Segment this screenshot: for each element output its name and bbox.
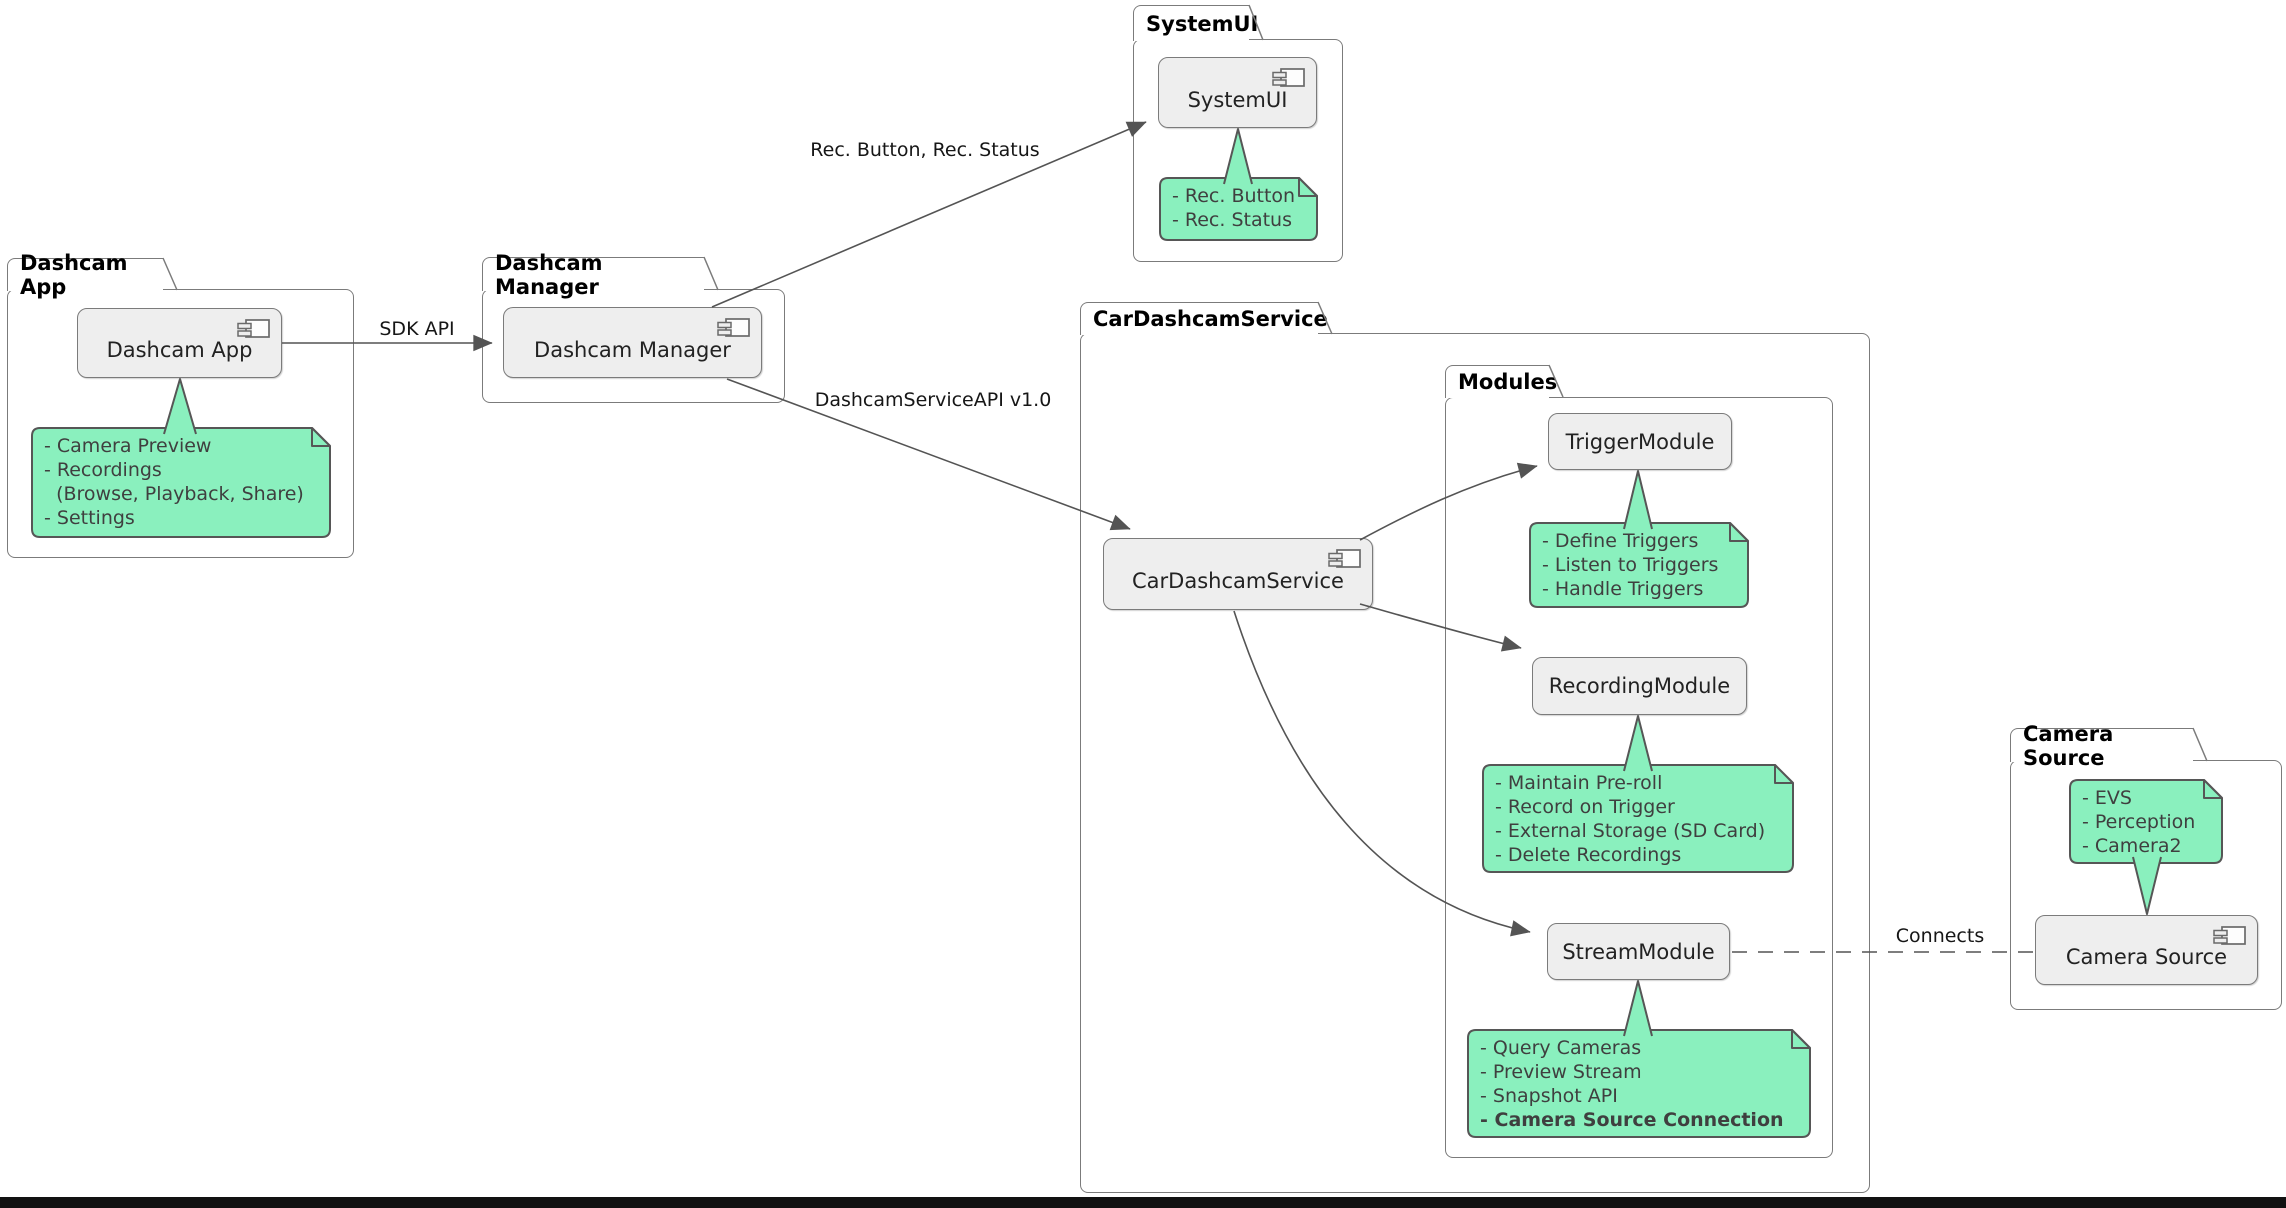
component-camera-source: Camera Source	[2035, 915, 2258, 985]
edge-label-sdk-api: SDK API	[379, 318, 455, 340]
note-text-dashcam-app: - Camera Preview - Recordings (Browse, P…	[44, 434, 322, 530]
note-line: - Maintain Pre-roll	[1495, 772, 1663, 794]
note-line: - Camera Preview	[44, 435, 212, 457]
note-line-bold: - Camera Source Connection	[1480, 1109, 1784, 1131]
note-line: - Preview Stream	[1480, 1061, 1642, 1083]
component-label: Camera Source	[2065, 945, 2228, 969]
component-icon	[237, 319, 270, 338]
component-label: CarDashcamService	[1132, 569, 1344, 593]
component-triggermodule: TriggerModule	[1548, 413, 1732, 470]
package-title: Modules	[1458, 370, 1558, 394]
component-label: RecordingModule	[1548, 674, 1731, 698]
edge-label-service-api: DashcamServiceAPI v1.0	[814, 389, 1052, 411]
component-cardashcamservice: CarDashcamService	[1103, 538, 1373, 610]
package-tab-cardashcamservice: CarDashcamService	[1080, 302, 1328, 335]
component-label: Dashcam App	[106, 338, 253, 362]
note-line: - Snapshot API	[1480, 1085, 1618, 1107]
component-icon	[1272, 68, 1305, 87]
package-tab-dashcam-manager: Dashcam Manager	[482, 251, 704, 299]
note-line: - Perception	[2082, 811, 2196, 833]
note-line: (Browse, Playback, Share)	[44, 483, 304, 505]
package-tab-systemui: SystemUI	[1133, 5, 1258, 41]
package-title: Camera Source	[2023, 721, 2114, 770]
edge-label-connects: Connects	[1895, 925, 1985, 947]
note-line: - Settings	[44, 507, 135, 529]
note-text-camera-source: - EVS - Perception - Camera2	[2082, 786, 2218, 858]
component-icon	[1328, 549, 1361, 568]
package-tab-camera-source: Camera Source	[2010, 722, 2193, 770]
note-line: - Handle Triggers	[1542, 578, 1704, 600]
note-line: - Rec. Button	[1172, 185, 1296, 207]
package-title: CarDashcamService	[1093, 307, 1328, 331]
component-label: SystemUI	[1187, 87, 1288, 112]
component-label: Dashcam Manager	[534, 337, 731, 362]
note-line: - Listen to Triggers	[1542, 554, 1719, 576]
package-title: SystemUI	[1146, 11, 1259, 36]
note-line: - Query Cameras	[1480, 1037, 1642, 1059]
note-line: - Recordings	[44, 459, 162, 481]
note-line: - Define Triggers	[1542, 530, 1699, 552]
package-tab-modules: Modules	[1445, 365, 1557, 398]
note-text-triggermodule: - Define Triggers - Listen to Triggers -…	[1542, 529, 1742, 601]
note-text-streammodule: - Query Cameras - Preview Stream - Snaps…	[1480, 1036, 1804, 1132]
bottom-bar	[0, 1197, 2286, 1208]
component-recordingmodule: RecordingModule	[1532, 657, 1747, 715]
package-title: Dashcam Manager	[495, 250, 603, 299]
component-label: StreamModule	[1562, 939, 1715, 964]
component-icon	[717, 318, 750, 337]
component-label: TriggerModule	[1565, 429, 1715, 454]
note-text-systemui: - Rec. Button - Rec. Status	[1172, 184, 1312, 232]
component-streammodule: StreamModule	[1547, 923, 1730, 980]
package-title: Dashcam App	[20, 251, 128, 299]
component-systemui: SystemUI	[1158, 57, 1317, 128]
note-line: - Record on Trigger	[1495, 796, 1675, 818]
note-line: - EVS	[2082, 787, 2132, 809]
component-dashcam-manager: Dashcam Manager	[503, 307, 762, 378]
component-icon	[2213, 926, 2246, 945]
package-tab-dashcam-app: Dashcam App	[7, 251, 163, 299]
note-text-recordingmodule: - Maintain Pre-roll - Record on Trigger …	[1495, 771, 1787, 867]
note-line: - Rec. Status	[1172, 209, 1293, 231]
note-line: - Delete Recordings	[1495, 844, 1682, 866]
edge-label-rec-ui: Rec. Button, Rec. Status	[810, 139, 1040, 161]
note-line: - Camera2	[2082, 835, 2182, 857]
component-dashcam-app: Dashcam App	[77, 308, 282, 378]
note-line: - External Storage (SD Card)	[1495, 820, 1766, 842]
